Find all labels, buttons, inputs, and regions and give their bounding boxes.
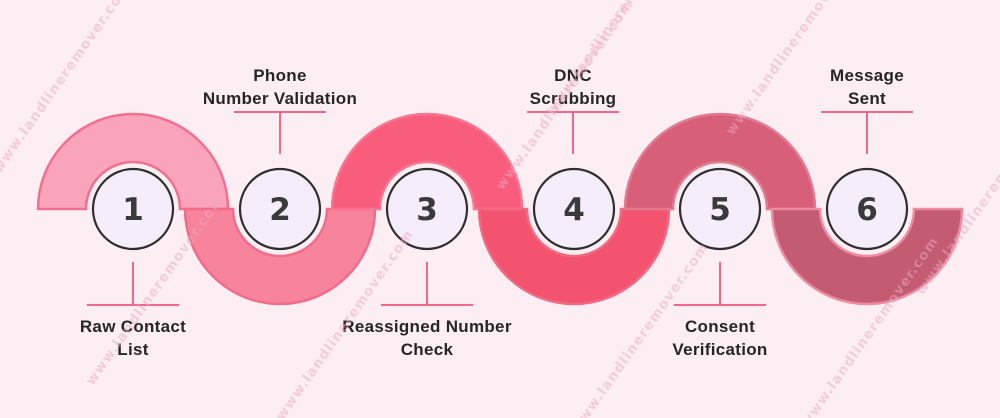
step-circle-1 bbox=[91, 167, 175, 251]
step-label-2-line-1: Phone bbox=[253, 66, 306, 85]
step-label-2-line-2: Number Validation bbox=[203, 89, 357, 108]
step-label-3-line-1: Reassigned Number bbox=[342, 317, 512, 336]
step-label-1-line-2: List bbox=[117, 340, 148, 359]
wave-arc-2 bbox=[183, 207, 377, 306]
step-label-4-line-2: Scrubbing bbox=[530, 89, 617, 108]
step-circle-6 bbox=[825, 167, 909, 251]
step-label-1-line-1: Raw Contact bbox=[80, 317, 186, 336]
step-label-6-line-2: Sent bbox=[848, 89, 886, 108]
step-number-4: 4 bbox=[563, 192, 585, 228]
step-number-6: 6 bbox=[856, 192, 878, 228]
step-label-6-line-1: Message bbox=[830, 66, 904, 85]
step-label-3-line-2: Check bbox=[401, 340, 454, 359]
step-label-5-line-1: Consent bbox=[685, 317, 755, 336]
step-number-2: 2 bbox=[269, 192, 291, 228]
step-labels: Raw Contact List Phone Number Validation… bbox=[80, 66, 904, 359]
step-number-3: 3 bbox=[416, 192, 438, 228]
step-circle-3 bbox=[385, 167, 469, 251]
step-circle-4 bbox=[532, 167, 616, 251]
wave-arc-1 bbox=[36, 112, 230, 211]
wave-arc-3 bbox=[330, 112, 524, 211]
step-circles: 1 2 3 4 5 6 bbox=[91, 167, 909, 251]
step-circle-2 bbox=[238, 167, 322, 251]
step-label-4-line-1: DNC bbox=[554, 66, 592, 85]
wave-arc-5 bbox=[623, 112, 817, 211]
wave-arc-4 bbox=[477, 207, 671, 306]
step-number-5: 5 bbox=[709, 192, 731, 228]
step-circle-5 bbox=[678, 167, 762, 251]
step-connectors bbox=[87, 111, 913, 306]
step-number-1: 1 bbox=[122, 192, 144, 228]
wave-arcs bbox=[36, 112, 964, 306]
wave-arc-6 bbox=[770, 207, 964, 306]
step-label-5-line-2: Verification bbox=[672, 340, 767, 359]
